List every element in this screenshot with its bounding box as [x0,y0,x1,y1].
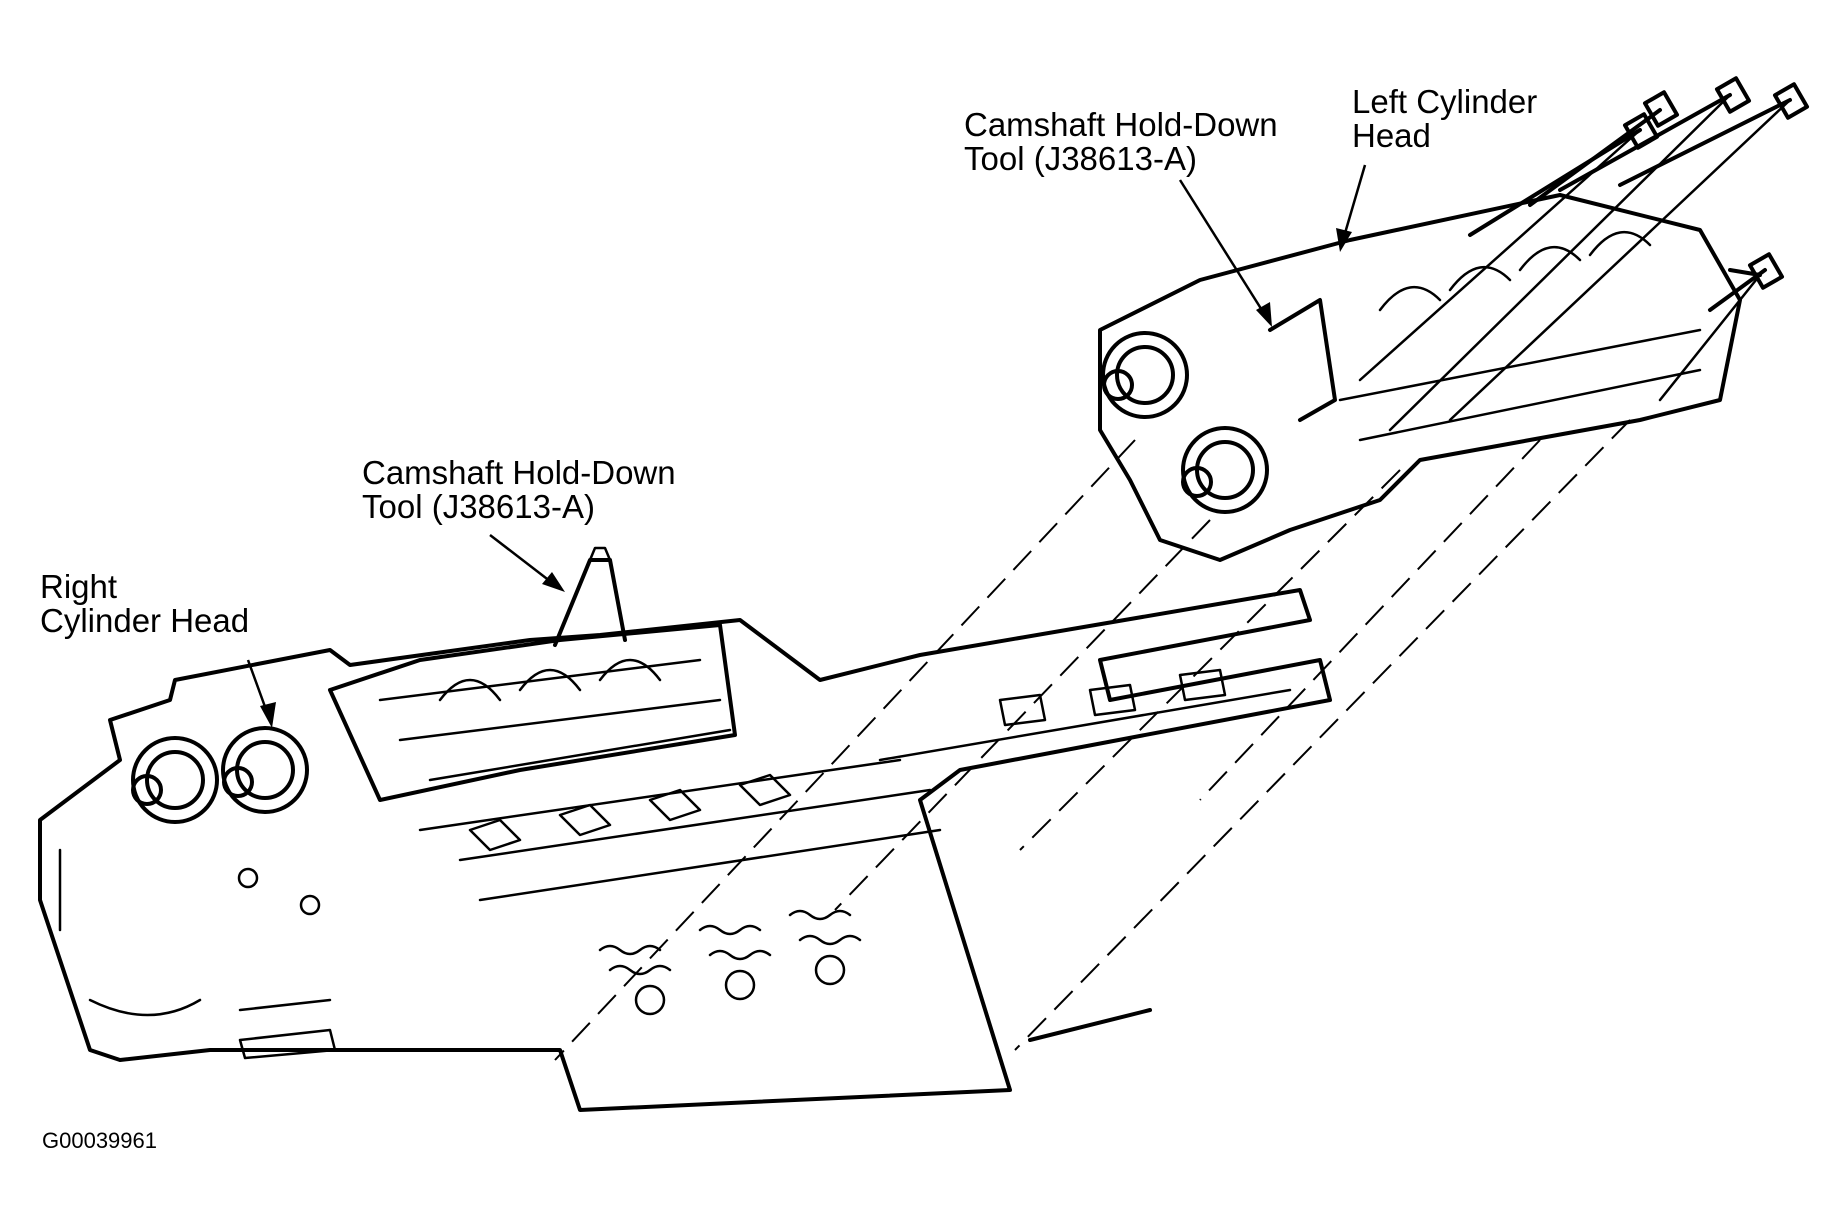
alignment-dashed-lines [554,419,1631,1061]
label-camshaft-tool-right: Camshaft Hold-Down Tool (J38613-A) [964,106,1278,177]
label-camshaft-tool-left: Camshaft Hold-Down Tool (J38613-A) [362,454,676,525]
figure-id: G00039961 [42,1128,157,1153]
leader-lines [246,164,1367,728]
right-cylinder-head-drawing [38,546,1332,1112]
label-right-cylinder-head: Right Cylinder Head [40,568,250,639]
label-left-cylinder-head: Left Cylinder Head [1352,83,1538,154]
left-cylinder-head-drawing [1098,76,1810,562]
